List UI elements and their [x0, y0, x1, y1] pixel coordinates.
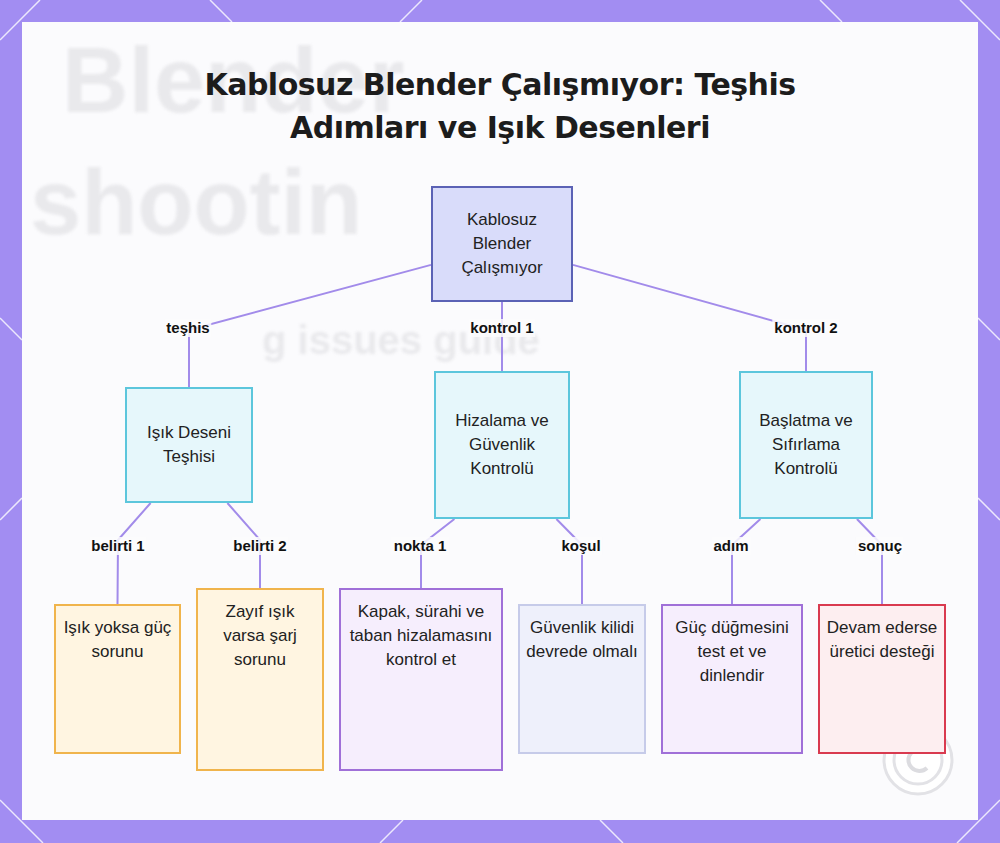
- node-text: Hizalama ve Güvenlik Kontrolü: [442, 409, 562, 481]
- edge-label: teşhis: [164, 319, 211, 337]
- category-box: Işık Deseni Teşhisi: [125, 387, 253, 503]
- edge-label: nokta 1: [392, 537, 449, 555]
- node-text: Zayıf ışık varsa şarj sorunu: [204, 600, 316, 672]
- connector-line: [857, 519, 882, 604]
- edge-label: koşul: [559, 537, 602, 555]
- watermark-text: shootin: [30, 150, 362, 255]
- node-text: Kablosuz Blender Çalışmıyor: [439, 208, 565, 280]
- symptom-box: Zayıf ışık varsa şarj sorunu: [196, 588, 324, 771]
- edge-label: kontrol 2: [772, 319, 839, 337]
- condition-box: Güvenlik kilidi devrede olmalı: [518, 604, 646, 754]
- diagram-title: Kablosuz Blender Çalışmıyor: Teşhis Adım…: [150, 63, 850, 149]
- connector-line: [556, 519, 582, 604]
- edge-label: kontrol 1: [468, 319, 535, 337]
- edge-label: belirti 2: [231, 537, 288, 555]
- root-box: Kablosuz Blender Çalışmıyor: [431, 186, 573, 302]
- node-text: Başlatma ve Sıfırlama Kontrolü: [747, 409, 865, 481]
- connector-line: [573, 265, 806, 371]
- category-box: Hizalama ve Güvenlik Kontrolü: [434, 371, 570, 519]
- symptom-box: Işık yoksa güç sorunu: [54, 604, 181, 754]
- step-box: Güç düğmesini test et ve dinlendir: [661, 604, 803, 754]
- category-box: Başlatma ve Sıfırlama Kontrolü: [739, 371, 873, 519]
- connector-line: [732, 519, 760, 604]
- edge-label: sonuç: [856, 537, 904, 555]
- node-text: Kapak, sürahi ve taban hizalamasını kont…: [347, 600, 495, 672]
- result-box: Devam ederse üretici desteği: [818, 604, 946, 754]
- node-text: Devam ederse üretici desteği: [826, 616, 938, 664]
- step-box: Kapak, sürahi ve taban hizalamasını kont…: [339, 588, 503, 771]
- node-text: Güvenlik kilidi devrede olmalı: [526, 616, 638, 664]
- edge-label: belirti 1: [89, 537, 146, 555]
- node-text: Işık Deseni Teşhisi: [133, 421, 245, 469]
- node-text: Güç düğmesini test et ve dinlendir: [669, 616, 795, 688]
- node-text: Işık yoksa güç sorunu: [62, 616, 173, 664]
- edge-label: adım: [711, 537, 750, 555]
